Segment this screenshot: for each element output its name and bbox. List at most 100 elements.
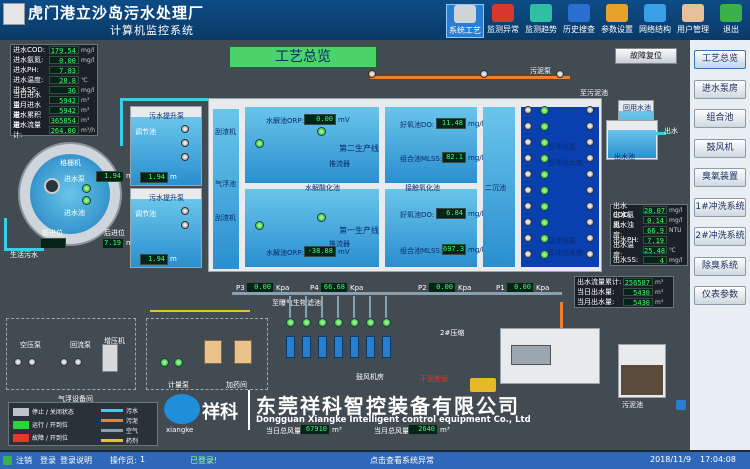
outlet_params-value: 66.9 [643,226,667,235]
blower-2[interactable] [302,318,311,327]
sidebar-item-5[interactable]: 1#冲洗系统 [694,197,746,217]
return-pump-2[interactable] [74,358,82,366]
nav-alarm-light-button[interactable]: 监测异常 [484,4,522,38]
pusher-2-label: 推流器 [329,160,350,168]
filter-valve-6[interactable] [524,202,532,210]
filter-pump-9[interactable] [540,250,549,259]
outlet_flow-label: 当日出水量: [577,288,615,296]
blower-motor-2 [302,336,311,358]
return-pump-1[interactable] [60,358,68,366]
pusher-2b[interactable] [255,139,264,148]
metering-pump-1[interactable] [160,358,169,367]
sidebar-item-2[interactable]: 组合池 [694,109,746,128]
nav-network-globe-button[interactable]: 网络结构 [636,4,674,38]
backwash-fan-1[interactable] [586,122,594,130]
sidebar-item-7[interactable]: 除臭系统 [694,256,746,276]
scroll-help-icon[interactable] [676,400,686,410]
filter-valve-2[interactable] [524,138,532,146]
backwash-fan-5[interactable] [586,186,594,194]
nav-trend-chart-button[interactable]: 监测趋势 [522,4,560,38]
filter-pump-3[interactable] [540,154,549,163]
lift-pump-2b[interactable] [181,221,189,229]
backwash-fan-9[interactable] [586,250,594,258]
blower-6[interactable] [366,318,375,327]
filter-valve-0[interactable] [524,106,532,114]
blower-1[interactable] [286,318,295,327]
status-time: 17:04:08 [700,455,736,464]
metering-pump-2[interactable] [174,358,183,367]
sidebar-item-8[interactable]: 仪表参数 [694,286,746,305]
filter-pump-7[interactable] [540,218,549,227]
nav-gears-button[interactable]: 系统工艺 [446,4,484,38]
fault-reset-button[interactable]: 故障复位 [615,48,677,64]
backwash-fan-0[interactable] [586,106,594,114]
sidebar-item-0[interactable]: 工艺总览 [694,50,746,69]
login-hint-button[interactable]: 登录说明 [60,456,92,465]
lift-pump-1c[interactable] [181,153,189,161]
filter-pump-2[interactable] [540,138,549,147]
screen-wheel-icon[interactable] [44,178,60,194]
lift-pump-1a[interactable] [181,125,189,133]
sidebar-item-3[interactable]: 鼓风机 [694,138,746,158]
outlet_params-row: 出水温度:25.48℃ [611,241,687,259]
lift-pump-2a[interactable] [181,207,189,215]
inlet_params-label: 当月进水量: [13,101,41,119]
outlet-tank-label: 出水池 [614,153,635,161]
backwash-fan-4[interactable] [586,170,594,178]
filter-pump-4[interactable] [540,170,549,179]
backwash-fan-2[interactable] [586,138,594,146]
filter-valve-7[interactable] [524,218,532,226]
nav-exit-button[interactable]: 退出 [712,4,750,38]
outlet_flow-value: 256587 [623,278,653,287]
filter-pump-5[interactable] [540,186,549,195]
filter-valve-5[interactable] [524,186,532,194]
system-alarm-link[interactable]: 点击查看系统异常 [370,456,434,465]
filter-valve-9[interactable] [524,250,532,258]
nav-users-button[interactable]: 用户管理 [674,4,712,38]
blower-7[interactable] [382,318,391,327]
air-pump-1[interactable] [14,358,22,366]
pusher-2a[interactable] [317,127,326,136]
logout-button[interactable]: 注销 [16,456,32,465]
filter-pump-6[interactable] [540,202,549,211]
sludge-pump-top-3[interactable] [556,70,564,78]
filter-valve-3[interactable] [524,154,532,162]
inlet-pump-1[interactable] [82,184,91,193]
nav-label: 网络结构 [639,25,671,34]
outlet_params-label: 出水氨氮: [613,211,634,229]
air-pump-2[interactable] [28,358,36,366]
inlet-pump-2[interactable] [82,196,91,205]
filter-valve-1[interactable] [524,122,532,130]
backwash-fan-3[interactable] [586,154,594,162]
pusher-1b[interactable] [317,213,326,222]
p3-unit: Kpa [276,284,290,292]
legend-panel: 停止 / 关闭状态运行 / 开到位故障 / 开到位污水污泥空气药剂 [8,402,158,446]
backwash-fan-7[interactable] [586,218,594,226]
filter-valve-4[interactable] [524,170,532,178]
filter-pump-1[interactable] [540,122,549,131]
adjust-tank-2-label: 调节池 [135,210,156,218]
pusher-1-label: 推流器 [329,240,350,248]
sludge-pump-top-1[interactable] [368,70,376,78]
blower-3[interactable] [318,318,327,327]
sidebar-item-6[interactable]: 2#冲洗系统 [694,227,746,246]
lift-pump-1b[interactable] [181,139,189,147]
blower-5[interactable] [350,318,359,327]
backwash-fan-8[interactable] [586,234,594,242]
backwash-pump-label-2: 反冲洗泵 [548,143,576,151]
blower-4[interactable] [334,318,343,327]
pusher-1a[interactable] [255,221,264,230]
outlet_params-unit: NTU [669,226,682,234]
sludge-pump-top-2[interactable] [480,70,488,78]
backwash-fan-6[interactable] [586,202,594,210]
filter-valve-8[interactable] [524,234,532,242]
sewage-label: 生活污水 [10,251,38,259]
filter-pump-8[interactable] [540,234,549,243]
login-button[interactable]: 登录 [40,456,56,465]
sidebar-item-4[interactable]: 臭氧装置 [694,168,746,187]
nav-history-book-button[interactable]: 历史搜查 [560,4,598,38]
filter-pump-0[interactable] [540,106,549,115]
inlet_params-label: 进水流量计: [13,121,41,139]
sidebar-item-1[interactable]: 进水泵房 [694,79,746,99]
nav-settings-tools-button[interactable]: 参数设置 [598,4,636,38]
